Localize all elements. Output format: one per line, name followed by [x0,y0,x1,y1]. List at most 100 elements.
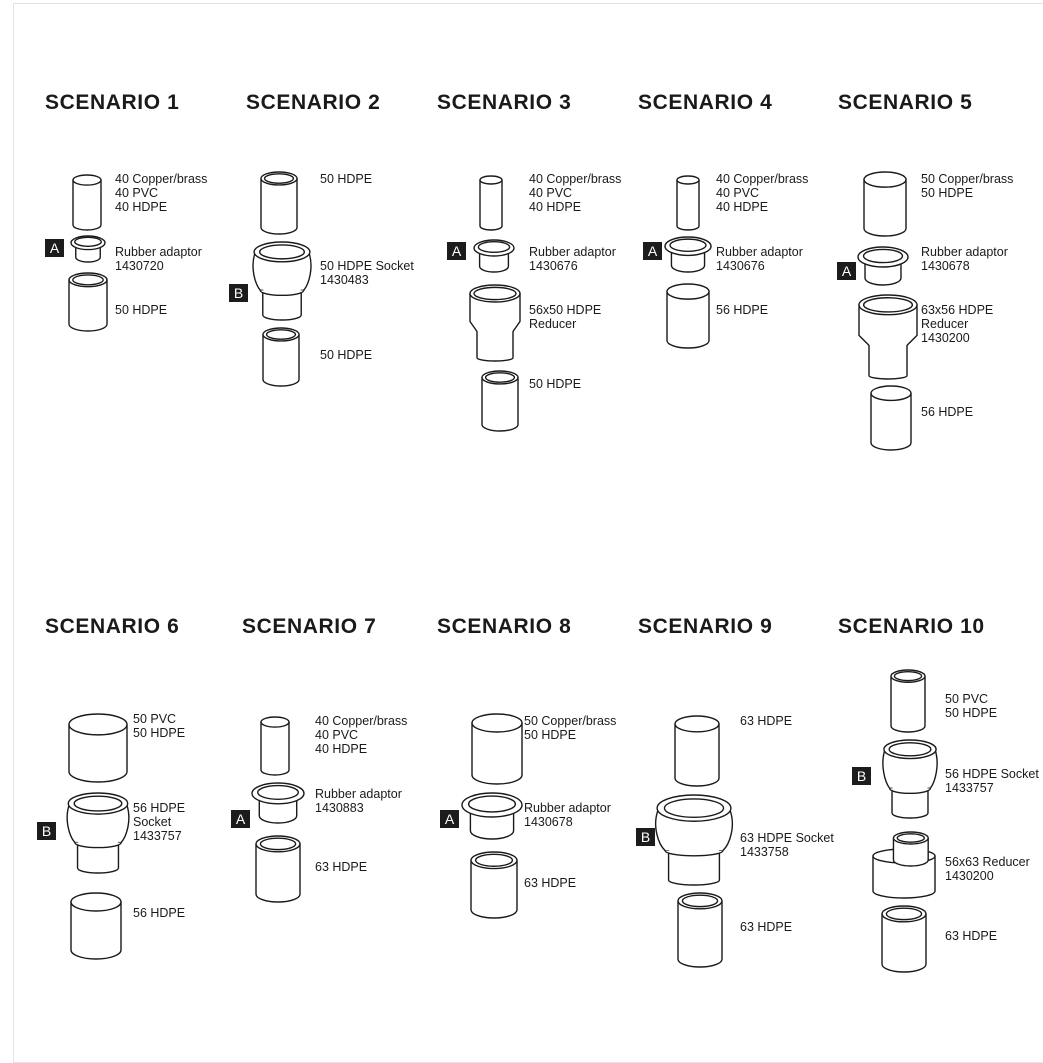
scenario-9-title: SCENARIO 9 [638,615,773,638]
pipe-body [70,901,122,960]
socket-body [252,251,312,321]
scenario-2-assembly [252,171,312,387]
scenario-7-part-label: 63 HDPE [315,860,367,874]
part-label-line: 50 PVC [945,692,989,706]
scenario-7-badge: A [231,810,250,828]
scenario-2-part-label: 50 HDPE [320,348,372,362]
pipe-inner-rim [474,853,514,867]
part-label-line: 56 HDPE [921,405,974,419]
pipe-body [72,179,102,231]
part-label-line: 63 HDPE [740,714,793,728]
socket-body [882,748,938,819]
part-label-line: 1430200 [945,869,994,883]
socket-inner-rim [73,795,123,812]
reducer-inner-rim [862,297,914,313]
part-label-line: 1430200 [921,331,970,345]
reducer-body [469,292,521,362]
socket-inner-rim [258,244,306,260]
pipe-body [68,723,128,783]
part-label-line: 1433757 [945,781,994,795]
part-label-line: 40 Copper/brass [716,172,809,186]
pipe-top-rim [666,283,710,300]
scenario-8-title: SCENARIO 8 [437,615,572,638]
scenario-4-assembly [664,175,712,349]
pipe-top-rim [870,385,912,402]
step-reducer-base [872,855,936,899]
pipe-inner-rim [263,173,295,184]
part-label-line: 56x50 HDPE [529,303,602,317]
part-label-line: 63 HDPE [315,860,368,874]
scenario-6-part-label: 56 HDPE [133,906,185,920]
scenario-5-part-label: 56 HDPE [921,405,973,419]
pipe-inner-rim [265,329,297,340]
part-label-line: 56x63 Reducer [945,855,1030,869]
scenario-3-badge: A [447,242,466,260]
socket-shoulder [664,850,724,857]
part-label-line: 40 PVC [716,186,760,200]
scenario-9-part-label: 63 HDPE [740,714,792,728]
part-label-line: 63x56 HDPE [921,303,994,317]
scenario-7-assembly [251,716,305,903]
adaptor-inner-rim [467,795,517,813]
scenario-9-part-label: 63 HDPE [740,920,792,934]
part-label-line: 50 HDPE [320,172,373,186]
reducer-body [858,304,918,380]
scenario-6-badge: B [37,822,56,840]
part-label-line: 50 HDPE [524,728,577,742]
scenario-3-part-label: 50 HDPE [529,377,581,391]
scenario-8-part-label: 63 HDPE [524,876,576,890]
pipe-inner-rim [72,274,104,286]
scenario-3-assembly [469,175,521,432]
scenario-10-part-label: 63 HDPE [945,929,997,943]
scenario-3-title: SCENARIO 3 [437,91,572,114]
scenario-8-assembly [461,713,523,919]
pipe-body [68,279,108,332]
part-label-line: 50 PVC [133,712,177,726]
pipe-inner-rim [259,837,297,851]
pipe-inner-rim [893,671,923,682]
part-label-line: 1430483 [320,273,369,287]
part-label-line: Rubber adaptor [524,801,611,815]
part-label-line: 1430720 [115,259,164,273]
pipe-inner-rim [484,372,516,383]
part-label-line: 40 PVC [115,186,159,200]
part-label-line: 40 Copper/brass [115,172,208,186]
adaptor-inner-rim [257,784,299,800]
part-label-line: 1430883 [315,801,364,815]
part-label-line: 50 HDPE [529,377,582,391]
part-label-line: Rubber adaptor [716,245,803,259]
pipe-body [470,859,518,919]
scenario-2-part-label: 50 HDPE [320,172,372,186]
pipe-top-rim [260,716,290,728]
pipe-body [890,675,926,733]
part-label-line: 1430676 [529,259,578,273]
part-label-line: 56 HDPE Socket [945,767,1039,781]
pipe-body [677,900,723,968]
part-label-line: Socket [133,815,172,829]
scenario-7-title: SCENARIO 7 [242,615,377,638]
pipe-body [666,290,710,349]
scenario-10-assembly [872,669,938,973]
pipe-top-rim [676,175,700,185]
part-label-line: Reducer [921,317,969,331]
scenario-4-badge: A [643,242,662,260]
scenario-10-badge: B [852,767,871,785]
part-label-line: 40 HDPE [115,200,168,214]
pipe-body [471,722,523,785]
part-label-line: 50 Copper/brass [921,172,1014,186]
part-label-line: 63 HDPE Socket [740,831,834,845]
scenario-9-badge: B [636,828,655,846]
socket-body [66,802,130,874]
pipe-inner-rim [885,907,923,921]
part-label-line: 63 HDPE [945,929,998,943]
